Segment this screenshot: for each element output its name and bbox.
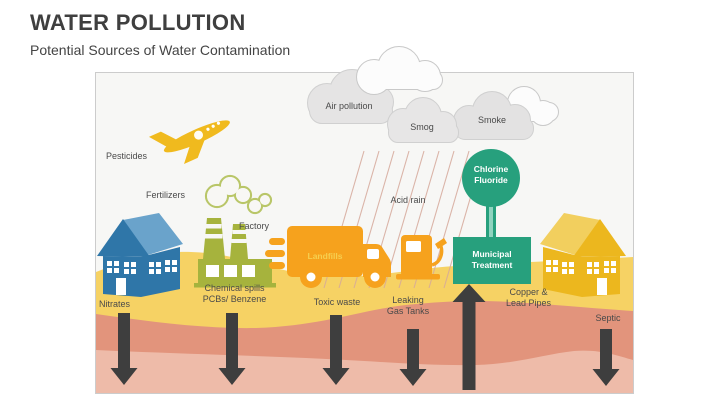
factory-smoke-icon	[204, 174, 273, 215]
up-arrow-icon	[452, 284, 486, 390]
smoke-cloud-icon	[453, 91, 534, 140]
factory-icon	[194, 174, 276, 288]
down-arrow-icon	[110, 313, 138, 385]
label-municipal-treatment: Municipal Treatment	[471, 249, 513, 271]
label-copper-lead-pipes: Copper & Lead Pipes	[505, 287, 552, 308]
air-pollution-cloud-icon	[307, 69, 394, 124]
label-acid-rain: Acid rain	[390, 195, 426, 205]
page-title: WATER POLLUTION	[30, 10, 246, 35]
label-smog: Smog	[410, 122, 434, 132]
smog-cloud-icon	[387, 97, 459, 143]
page-subtitle: Potential Sources of Water Contamination	[30, 42, 291, 58]
airplane-icon	[148, 120, 230, 164]
cloud-icon	[507, 86, 559, 126]
label-factory: Factory	[239, 221, 270, 231]
label-landfills: Landfills	[307, 251, 343, 261]
diagram-panel: Pesticides Fertilizers Factory Air pollu…	[95, 46, 634, 394]
down-arrow-icon	[322, 315, 350, 385]
label-septic: Septic	[595, 313, 621, 323]
house-yellow-icon	[540, 213, 626, 297]
label-nitrates: Nitrates	[99, 299, 131, 309]
house-blue-icon	[97, 213, 183, 297]
label-smoke: Smoke	[477, 115, 506, 125]
label-toxic-waste: Toxic waste	[313, 297, 361, 307]
down-arrow-icon	[592, 329, 620, 386]
gas-pump-icon	[396, 235, 447, 280]
truck-icon	[265, 226, 391, 288]
label-chlorine-fluoride: Chlorine Fluoride	[473, 164, 509, 186]
chlorine-tank-icon	[462, 149, 520, 241]
label-leaking-gas-tanks: Leaking Gas Tanks	[386, 295, 430, 316]
label-fertilizers: Fertilizers	[146, 190, 186, 200]
down-arrow-icon	[399, 329, 427, 386]
label-air-pollution: Air pollution	[325, 101, 373, 111]
diagram-canvas	[96, 46, 633, 393]
cloud-icon	[356, 46, 443, 95]
down-arrow-icon	[218, 313, 246, 385]
label-chemical-spills: Chemical spills PCBs/ Benzene	[202, 283, 267, 304]
municipal-treatment-box	[453, 237, 531, 284]
label-pesticides: Pesticides	[106, 151, 148, 161]
